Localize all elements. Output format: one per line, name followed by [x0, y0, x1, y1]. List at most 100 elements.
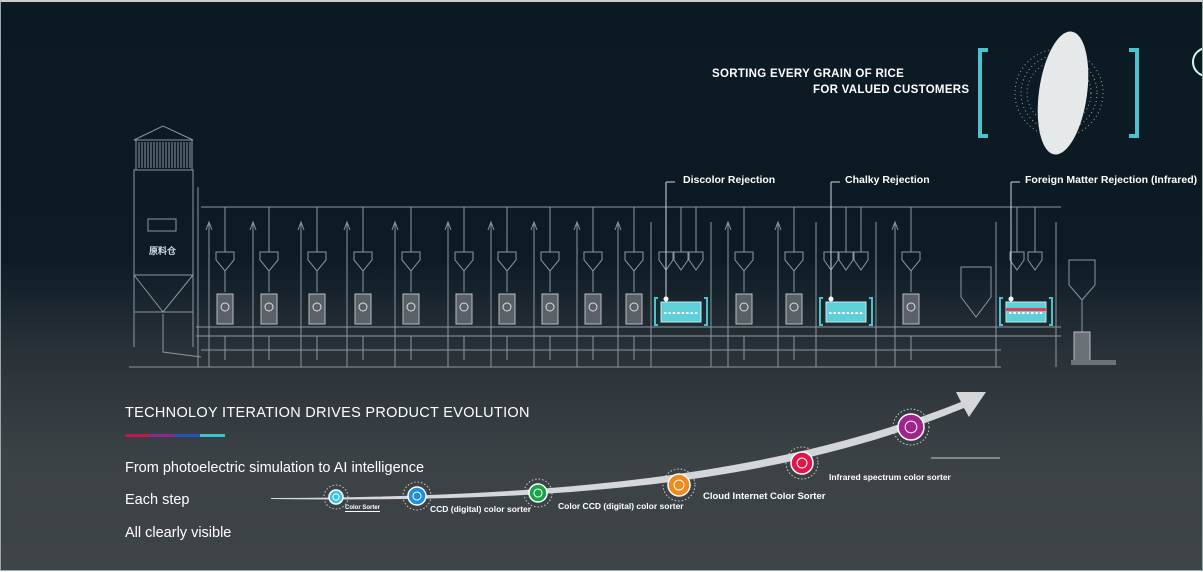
- silo-hopper: [133, 274, 194, 313]
- silo-label: 原料仓: [149, 246, 177, 256]
- machine-wheel: [906, 302, 916, 312]
- sorter-hopper: [853, 251, 869, 271]
- silo-roof: [133, 125, 194, 141]
- packing-machine: [1073, 331, 1091, 363]
- color-ccd-icon: [528, 483, 548, 503]
- arrow-icon: [297, 220, 305, 231]
- hopper: [540, 251, 560, 272]
- packing-hopper: [1068, 259, 1096, 301]
- machine-5: [455, 293, 473, 325]
- silo-body: [133, 169, 194, 276]
- color-accent-bar: [125, 434, 225, 437]
- arrow-icon: [205, 220, 213, 231]
- sorter-led: [690, 312, 693, 314]
- infrared-icon-glyph: [796, 457, 808, 469]
- arrow-icon: [487, 220, 495, 231]
- sorter-led: [1031, 312, 1034, 314]
- machine-body: [402, 293, 420, 325]
- infrared-icon: [790, 451, 814, 475]
- machine-body: [498, 293, 516, 325]
- sorter-hopper: [658, 251, 674, 271]
- stage-ring: [785, 446, 819, 480]
- sorter-led: [1009, 312, 1012, 314]
- ai-chip-icon-glyph: [904, 420, 918, 434]
- machine-wheel: [789, 302, 799, 312]
- sorter-led: [1022, 312, 1025, 314]
- sorter-led: [837, 312, 841, 314]
- evolution-headline: TECHNOLOY ITERATION DRIVES PRODUCT EVOLU…: [125, 405, 530, 421]
- machine-wheel: [545, 302, 555, 312]
- arrow-icon: [391, 220, 399, 231]
- color-sorter-machine: [1005, 301, 1047, 323]
- sorter-led: [672, 312, 676, 314]
- tagline-line-1: SORTING EVERY GRAIN OF RICE: [712, 68, 905, 80]
- machine-wheel: [406, 302, 416, 312]
- arrow-icon: [614, 220, 622, 231]
- rice-grain: [1037, 31, 1089, 155]
- sorter-led: [859, 312, 863, 314]
- machine-wheel: [358, 302, 368, 312]
- machine-4: [402, 293, 420, 325]
- evolution-line-3: All clearly visible: [125, 525, 232, 541]
- machine-body: [625, 293, 643, 325]
- sorter-hopper: [838, 251, 854, 271]
- sorter-led: [1026, 312, 1030, 314]
- evolution-line-1: From photoelectric simulation to AI inte…: [125, 460, 425, 476]
- foreign-matter-rejection-label: Foreign Matter Rejection (Infrared): [1025, 174, 1198, 186]
- stage-label-color-sorter: Color Sorter: [345, 505, 381, 512]
- machine-wheel: [629, 302, 639, 312]
- machine-body: [541, 293, 559, 325]
- arrow-icon: [343, 220, 351, 231]
- arrow-icon: [891, 220, 899, 231]
- color-sorter-machine: [660, 301, 702, 323]
- chalky-rejection-label: Chalky Rejection: [845, 174, 930, 186]
- sorter-bracket: [819, 297, 873, 326]
- evolution-line-2: Each step: [125, 492, 190, 508]
- sorter-led: [694, 312, 698, 314]
- stage-label-color-ccd: Color CCD (digital) color sorter: [558, 501, 684, 511]
- sorter-led: [668, 312, 671, 314]
- arrow-icon: [444, 220, 452, 231]
- arrow-icon: [573, 220, 581, 231]
- sorter-led: [686, 312, 689, 314]
- sorter-led: [1017, 312, 1021, 314]
- stage-label-cloud: Cloud Internet Color Sorter: [703, 491, 826, 502]
- hopper: [624, 251, 644, 272]
- machine-1: [260, 293, 278, 325]
- hopper: [454, 251, 474, 272]
- hopper: [901, 251, 921, 272]
- callout-dot: [828, 296, 834, 302]
- arrow-icon: [774, 220, 782, 231]
- arrow-icon: [724, 220, 732, 231]
- machine-9: [625, 293, 643, 325]
- partial-logo: [1192, 47, 1202, 77]
- tagline-line-2: FOR VALUED CUSTOMERS: [813, 84, 970, 96]
- machine-wheel: [312, 302, 322, 312]
- sorter-bracket: [999, 297, 1053, 326]
- sorter-hopper: [673, 251, 689, 271]
- machine-body: [354, 293, 372, 325]
- machine-body: [902, 293, 920, 325]
- machine-10: [735, 293, 753, 325]
- hopper: [734, 251, 754, 272]
- machine-12: [902, 293, 920, 325]
- stage-ring: [323, 484, 349, 510]
- stage-ring: [662, 468, 696, 502]
- machine-wheel: [220, 302, 230, 312]
- stage-label-infrared: Infrared spectrum color sorter: [829, 472, 951, 482]
- sorter-led: [855, 312, 858, 314]
- machine-body: [216, 293, 234, 325]
- hopper: [497, 251, 517, 272]
- sorter-hopper: [1027, 251, 1043, 271]
- silo-outlet-pipe: [162, 314, 202, 358]
- machine-wheel: [588, 302, 598, 312]
- machine-7: [541, 293, 559, 325]
- stage-ring: [402, 481, 432, 511]
- machine-body: [785, 293, 803, 325]
- color-sorter-machine: [825, 301, 867, 323]
- cloud-icon: [667, 473, 691, 497]
- stage-ring: [892, 408, 930, 446]
- arrow-icon: [530, 220, 538, 231]
- machine-body: [735, 293, 753, 325]
